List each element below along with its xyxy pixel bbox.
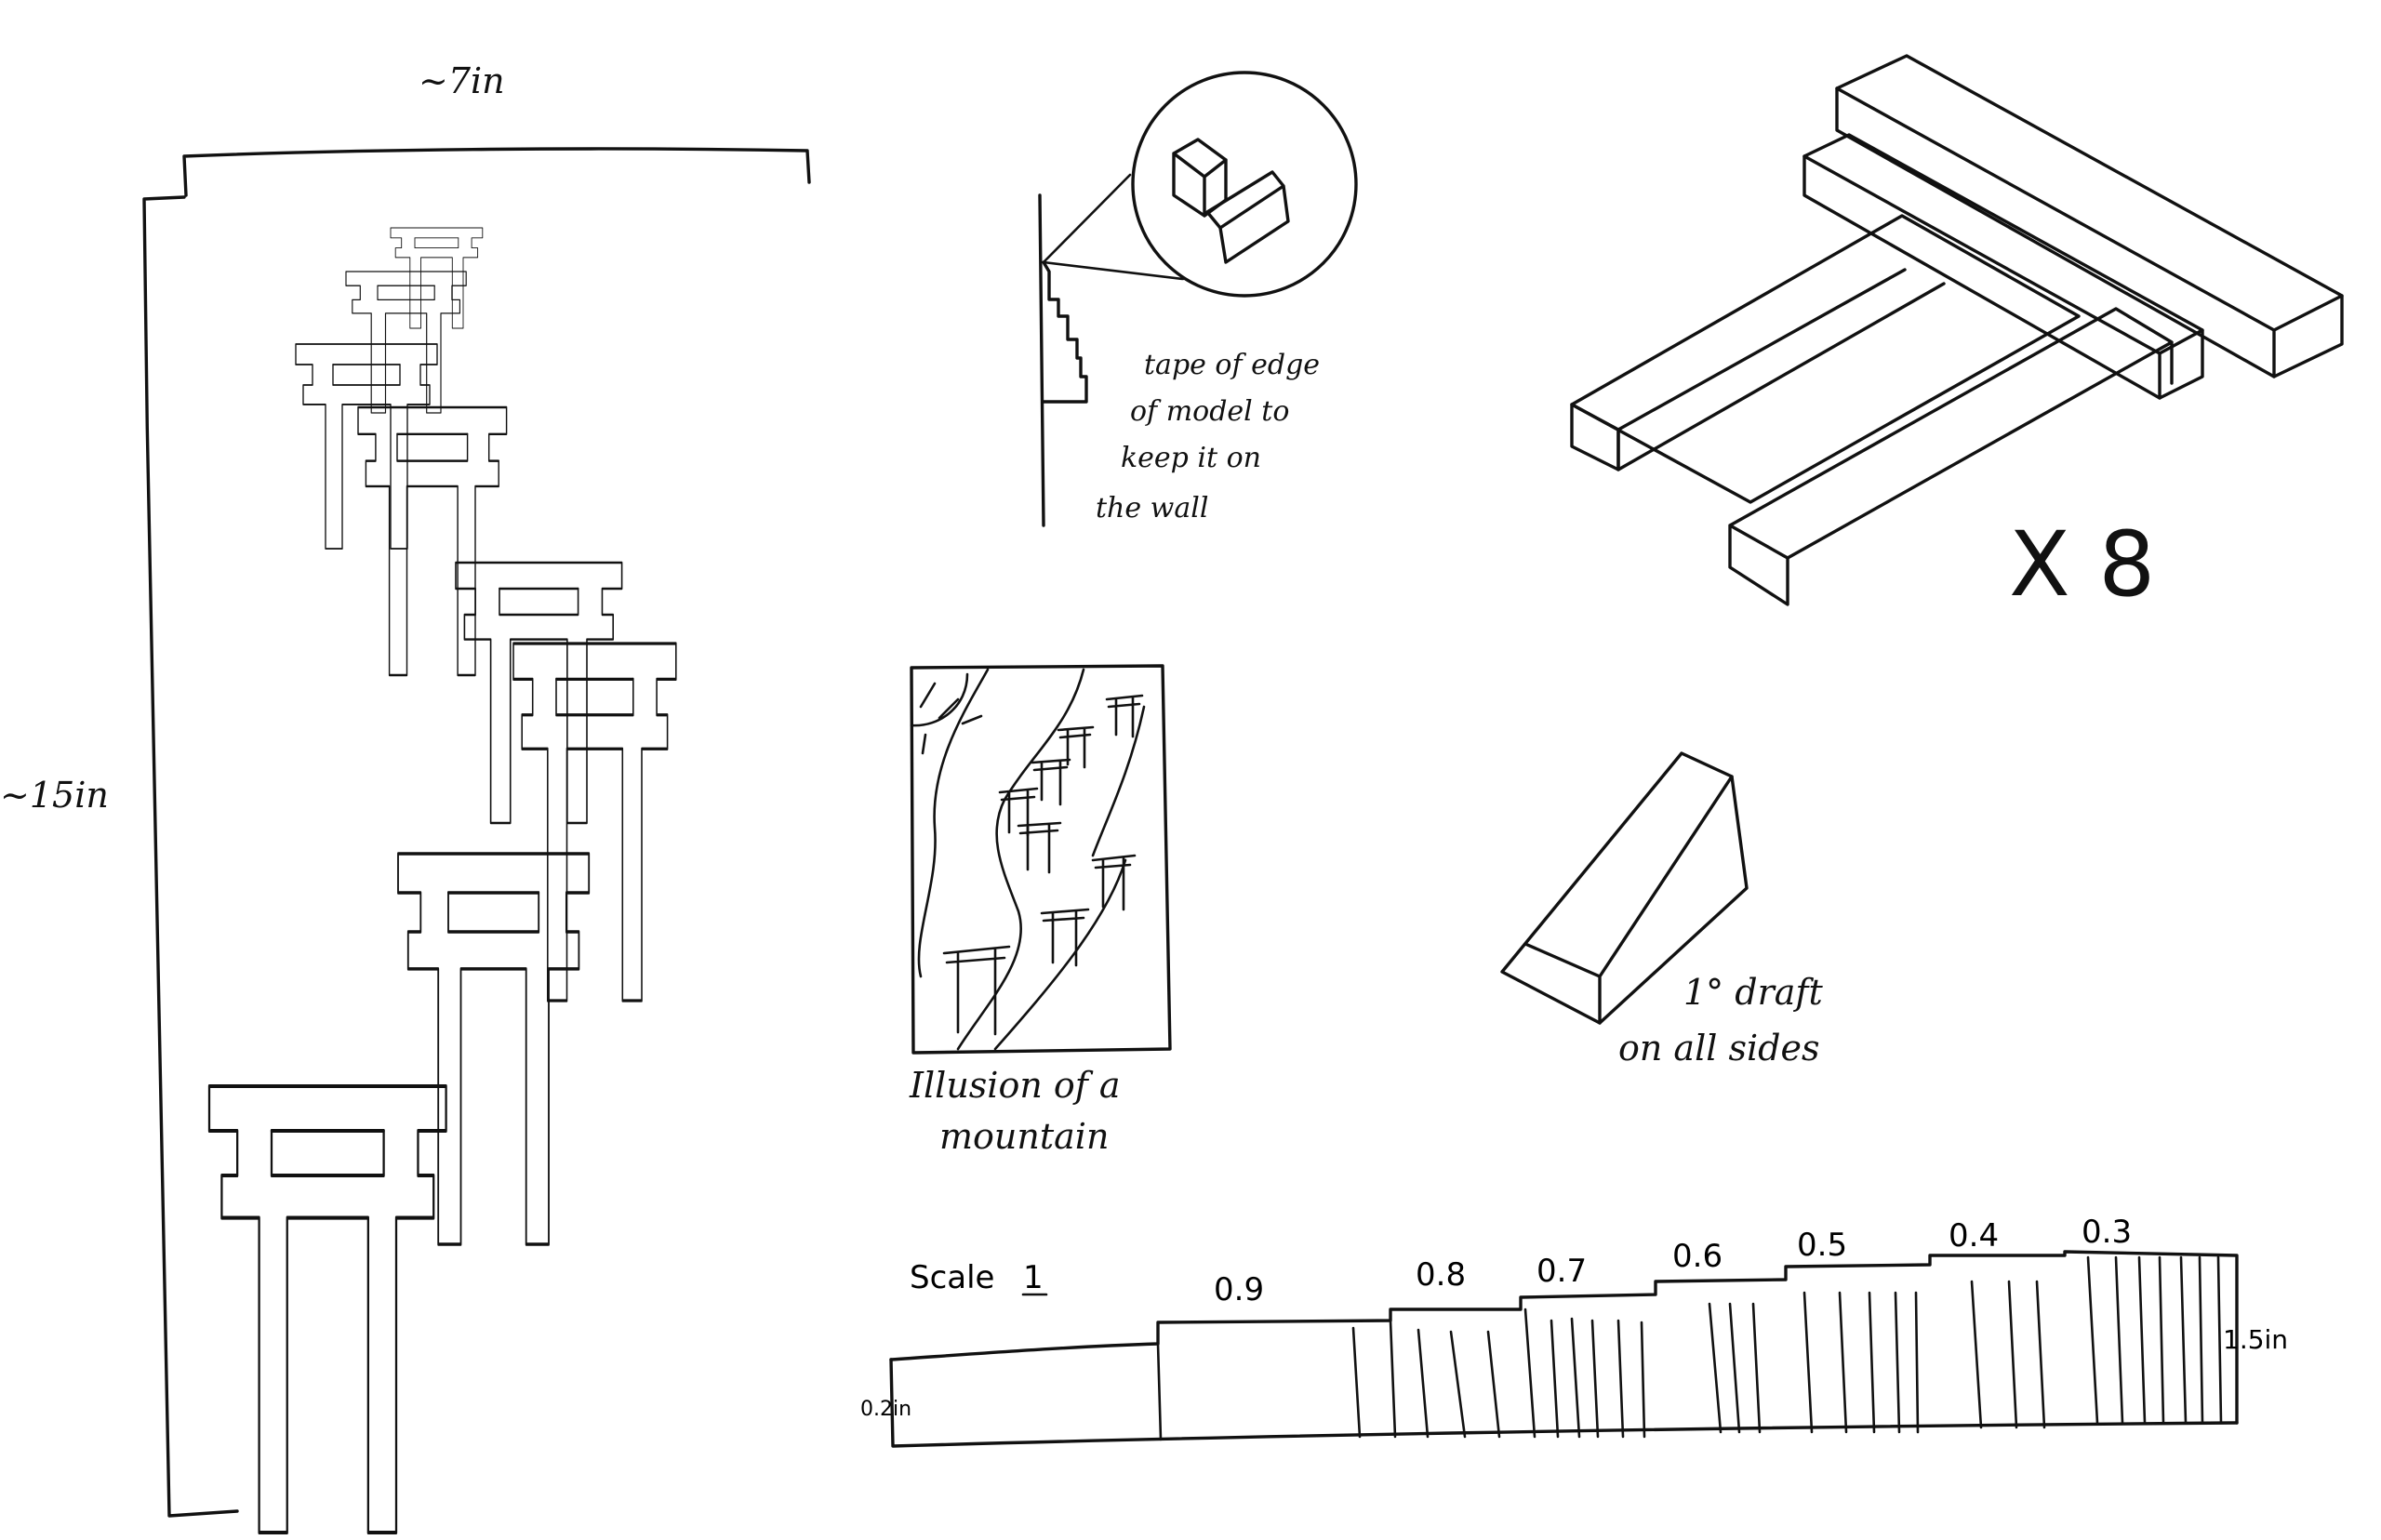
scale-step-label-5: 0.5	[1797, 1227, 1847, 1264]
isometric-torii-part: X 8	[1570, 54, 2344, 617]
torii-gate-4	[356, 405, 508, 677]
sun-icon	[910, 672, 983, 755]
scale-step-label-1: 0.9	[1214, 1271, 1264, 1308]
scale-left-height: 0.2in	[860, 1398, 911, 1421]
tape-note-line-3: keep it on	[1121, 442, 1261, 474]
torii-gate-2	[345, 271, 467, 414]
torii-gate-6	[512, 642, 678, 1002]
detail-magnifier-circle	[1131, 71, 1358, 298]
scale-step-label-7: 0.3	[2082, 1214, 2132, 1251]
draft-note-line-1: 1° draft	[1683, 972, 1823, 1013]
scale-title: Scale	[910, 1259, 994, 1296]
torii-gate-7	[396, 852, 591, 1246]
scale-step-label-6: 0.4	[1949, 1217, 1999, 1255]
scale-strip: Scale 1 0.9 0.8 0.7 0.6 0.5 0.4 0.3 0.2i…	[860, 1214, 2288, 1448]
height-dimension: ~15in	[0, 195, 239, 1518]
multiplier-label: X 8	[2009, 512, 2155, 617]
scale-step-label-3: 0.7	[1536, 1253, 1587, 1290]
torii-stack	[209, 227, 678, 1533]
width-dimension: ~7in	[182, 60, 811, 197]
illusion-caption-line-1: Illusion of a	[909, 1065, 1121, 1106]
illusion-caption-line-2: mountain	[939, 1116, 1109, 1157]
tape-detail: tape of edge of model to keep it on the …	[1038, 71, 1358, 527]
draft-note-line-2: on all sides	[1618, 1028, 1819, 1069]
tape-note-line-2: of model to	[1130, 395, 1289, 428]
height-label: ~15in	[0, 775, 109, 816]
illusion-frame: Illusion of a mountain	[909, 664, 1172, 1157]
tape-note-line-4: the wall	[1096, 492, 1208, 524]
scale-step-label-4: 0.6	[1672, 1238, 1723, 1275]
width-label: ~7in	[419, 60, 505, 101]
drafted-block: 1° draft on all sides	[1500, 751, 1823, 1069]
scale-right-height: 1.5in	[2223, 1324, 2288, 1355]
torii-gate-3	[295, 343, 438, 550]
torii-gate-8	[209, 1086, 446, 1533]
scale-step-label-2: 0.8	[1416, 1256, 1466, 1294]
torii-gate-5	[454, 561, 623, 825]
tape-note-line-1: tape of edge	[1144, 349, 1320, 381]
scale-title-value: 1	[1023, 1259, 1044, 1296]
